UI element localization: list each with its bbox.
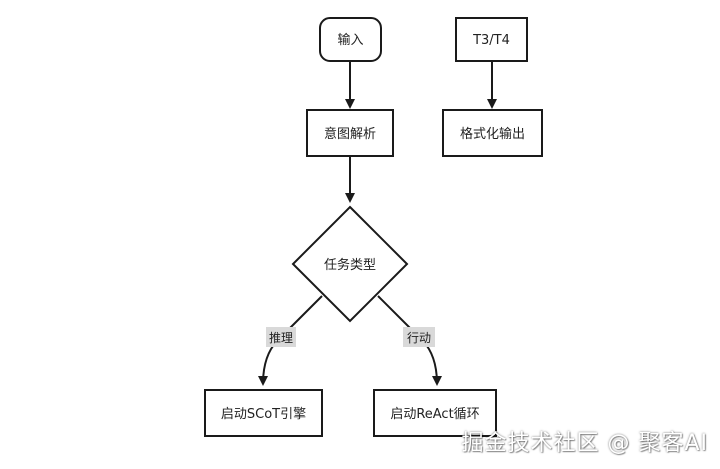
node-intent: 意图解析 [306, 109, 394, 157]
watermark: 掘金技术社区 @ 聚客AI [461, 431, 708, 456]
svg-text:行动: 行动 [407, 331, 431, 345]
node-react-label: 启动ReAct循环 [390, 407, 479, 422]
node-t3t4: T3/T4 [455, 17, 528, 62]
edge-label-reasoning: 推理 [266, 327, 296, 347]
node-t3t4-label: T3/T4 [472, 33, 510, 48]
node-format-output-label: 格式化输出 [460, 126, 525, 142]
node-input-label: 输入 [337, 32, 363, 48]
node-task-type: 任务类型 [291, 205, 409, 323]
node-format-output: 格式化输出 [442, 109, 543, 157]
node-intent-label: 意图解析 [324, 126, 376, 142]
node-react: 启动ReAct循环 [373, 389, 497, 437]
node-task-type-label: 任务类型 [324, 257, 376, 273]
svg-text:推理: 推理 [269, 331, 293, 345]
node-scot: 启动SCoT引擎 [204, 389, 323, 437]
node-scot-label: 启动SCoT引擎 [221, 407, 306, 422]
edge-label-action: 行动 [403, 327, 435, 347]
node-input: 输入 [319, 17, 382, 62]
